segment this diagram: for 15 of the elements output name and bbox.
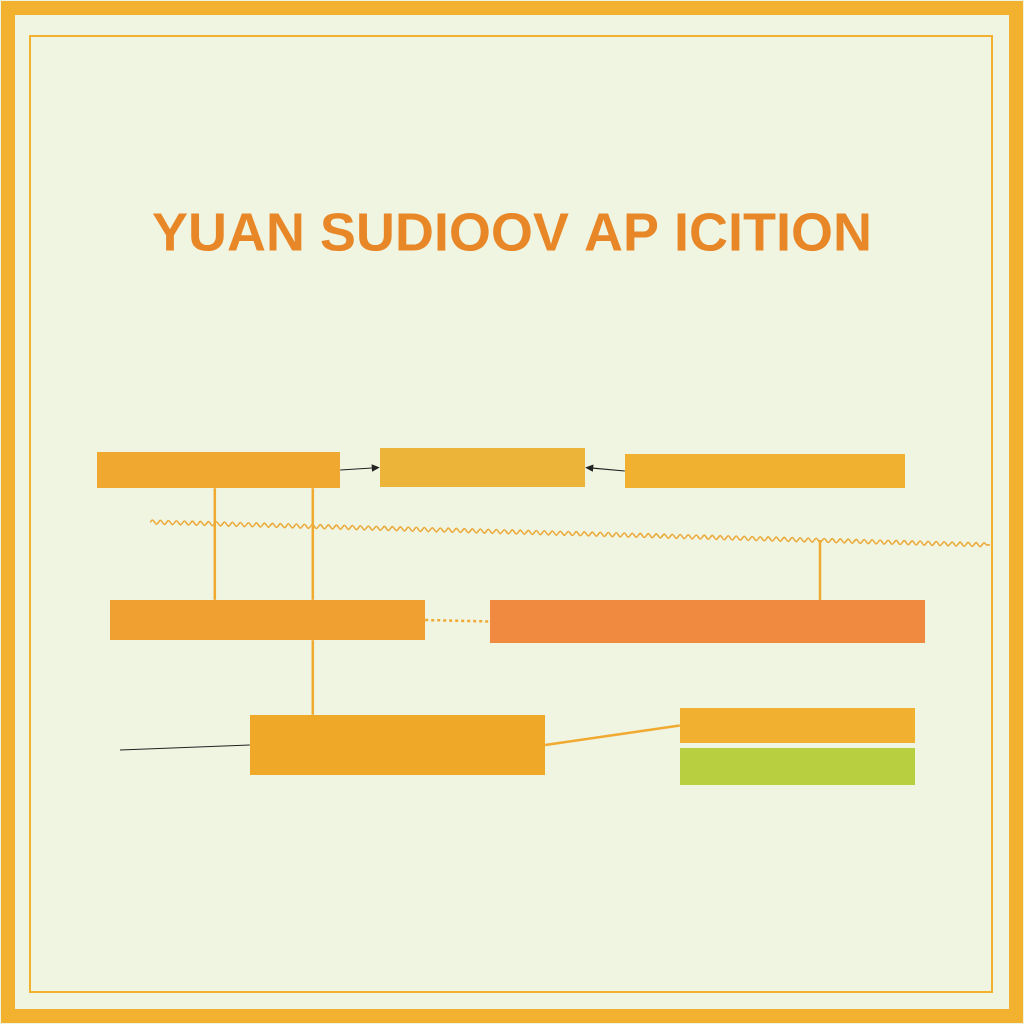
process-box (250, 715, 545, 775)
process-box (380, 448, 585, 487)
process-box (625, 454, 905, 488)
connector (119, 744, 251, 751)
process-box (680, 748, 915, 785)
title: YUAN SUDIOOV AP ICITION (152, 212, 869, 252)
connector (311, 640, 315, 715)
connector (425, 618, 490, 623)
connector (545, 724, 680, 747)
process-box (680, 708, 915, 743)
process-box (110, 600, 425, 640)
connector (213, 488, 217, 600)
process-box (490, 600, 925, 643)
connector (311, 488, 315, 600)
process-box (97, 452, 340, 488)
